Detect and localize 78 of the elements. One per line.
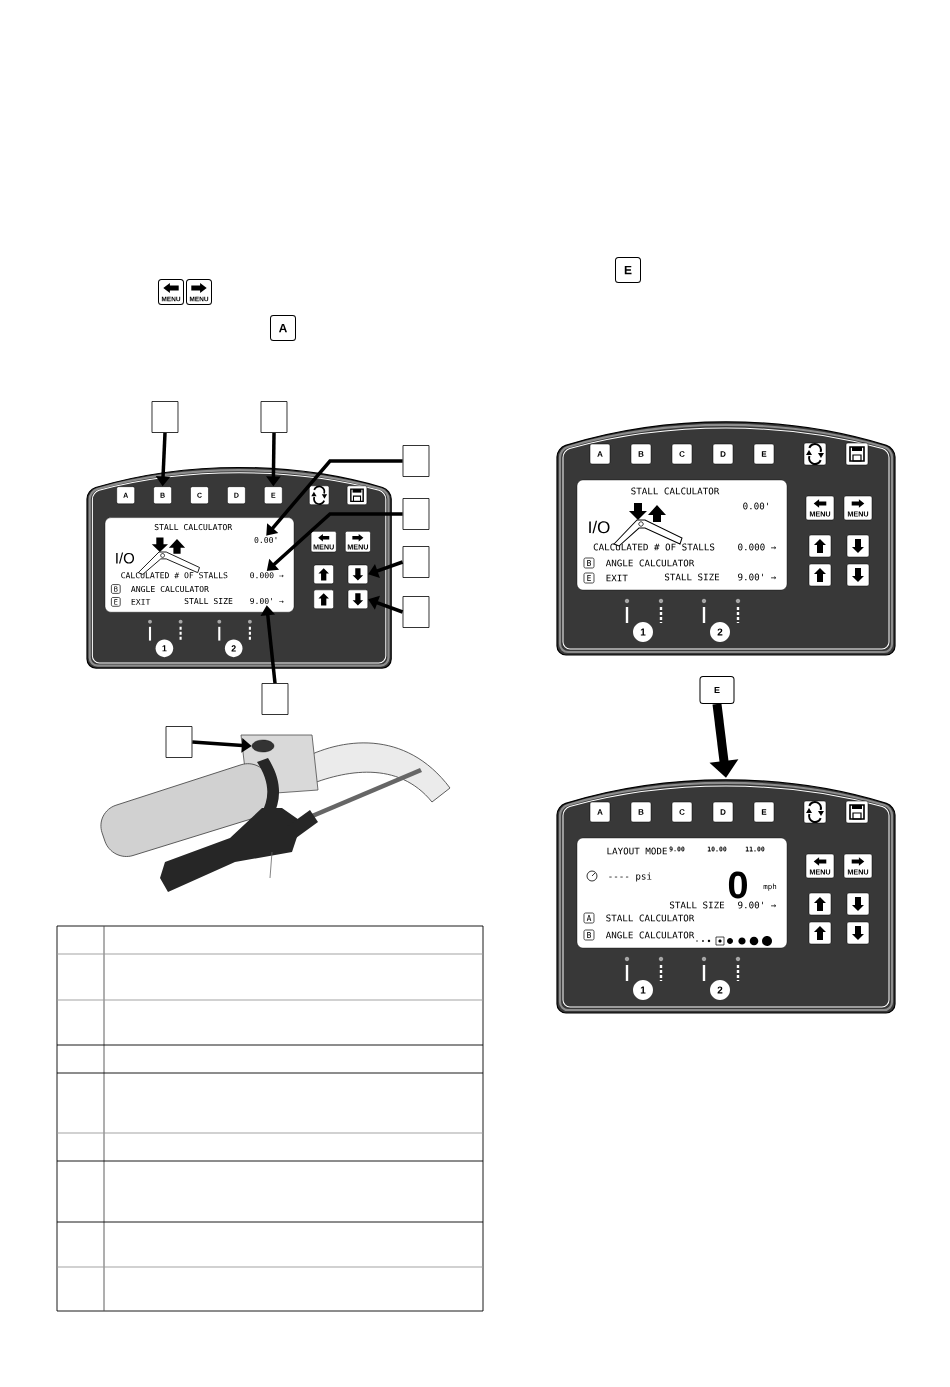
letter-key: A [270, 315, 296, 341]
boxed-letter: A [583, 912, 595, 924]
screen-text: 9.00' → [738, 573, 776, 581]
boxed-letter: B [583, 557, 595, 569]
callout-box [165, 726, 193, 758]
arrow [266, 459, 403, 536]
down-key [347, 589, 369, 609]
up-key [808, 534, 832, 558]
up-key [808, 921, 832, 945]
screen-value: 0.00' [254, 536, 277, 544]
callout-box [151, 401, 179, 433]
callout-box [402, 445, 430, 477]
letter-key: B [630, 801, 652, 823]
down-key [846, 563, 870, 587]
status-indicator: 1 [624, 598, 664, 642]
screen-text: LAYOUT MODE [607, 847, 667, 855]
status-indicator: 2 [217, 619, 252, 658]
callout-box [402, 596, 430, 628]
screen-text: ANGLE CALCULATOR [605, 931, 695, 939]
callout-box [261, 683, 289, 715]
step-key: E [699, 676, 735, 704]
screen-text: ANGLE CALCULATOR [131, 585, 209, 593]
status-indicator: 2 [701, 956, 741, 1000]
up-key [808, 563, 832, 587]
letter-key: A [589, 443, 611, 465]
large-label: I/O [116, 552, 135, 564]
save-key [845, 442, 869, 466]
screen-text: STALL SIZE [184, 597, 233, 605]
arrow [368, 560, 404, 578]
status-indicator: 2 [701, 598, 741, 642]
screen-text: CALCULATED # OF STALLS [593, 543, 715, 551]
refresh-key [803, 800, 827, 824]
save-key [845, 800, 869, 824]
letter-key: B [630, 443, 652, 465]
status-indicator: 1 [624, 956, 664, 1000]
down-key [846, 534, 870, 558]
boxed-letter: E [583, 572, 595, 584]
save-key [346, 485, 368, 505]
down-key [347, 564, 369, 585]
callout-box [402, 546, 430, 578]
screen-text: EXIT [131, 598, 151, 605]
letter-key: E [753, 801, 775, 823]
screen-text: 0.000 → [738, 543, 776, 551]
screen-text: STALL SIZE [664, 573, 720, 581]
screen-text: 9.00' → [738, 901, 776, 909]
letter-key: D [712, 443, 734, 465]
callout-box [402, 498, 430, 530]
down-key [846, 921, 870, 945]
screen-value: 9.00' → [250, 597, 284, 605]
handlebar-drawing [100, 734, 451, 892]
screen-text: STALL CALCULATOR [606, 914, 695, 922]
status-indicator: 1 [148, 619, 183, 658]
letter-key: C [671, 801, 693, 823]
screen-text: STALL CALCULATOR [631, 487, 720, 495]
letter-key: A [589, 801, 611, 823]
speed-value: 0 [728, 871, 747, 899]
screen-text: STALL SIZE [669, 901, 725, 909]
letter-key: C [671, 443, 693, 465]
screen-text: EXIT [606, 574, 628, 582]
large-label: I/O [589, 520, 610, 534]
refresh-key [309, 485, 330, 505]
down-key [846, 892, 870, 916]
handlebar-button [251, 739, 275, 753]
up-key [313, 589, 334, 609]
screen-text: 0.00' [743, 502, 768, 510]
boxed-letter: B [583, 929, 595, 941]
letter-key: D [712, 801, 734, 823]
refresh-key [803, 442, 827, 466]
screen-text: STALL CALCULATOR [154, 524, 233, 531]
callout-box [260, 401, 288, 433]
letter-key: E [753, 443, 775, 465]
up-key [313, 564, 334, 585]
up-key [808, 892, 832, 916]
screen-text: ---- psi [609, 872, 652, 882]
screen-text: ANGLE CALCULATOR [605, 559, 695, 567]
letter-key: E [615, 257, 641, 283]
screen-value: 0.000 → [250, 572, 284, 579]
screen-text: CALCULATED # OF STALLS [121, 572, 228, 579]
